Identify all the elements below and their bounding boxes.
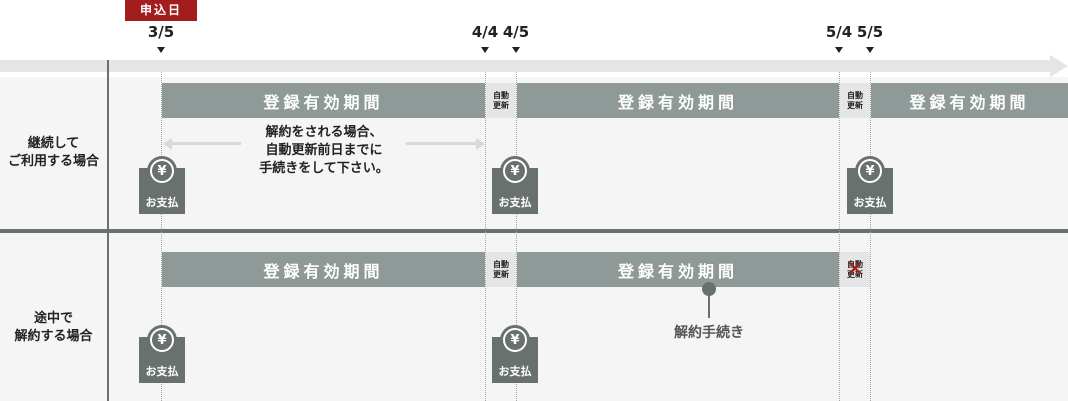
payment-bag-icon: ¥ お支払 — [139, 325, 185, 383]
payment-bag-icon: ¥ お支払 — [139, 156, 185, 214]
registration-period-bar: 登録有効期間 — [517, 83, 839, 118]
payment-label: お支払 — [853, 196, 887, 209]
registration-period-bar: 登録有効期間 — [162, 252, 485, 287]
guide-line-5-5 — [870, 72, 871, 401]
date-label-5-4: 5/4 — [825, 23, 853, 41]
cancellation-procedure-label: 解約手続き — [674, 325, 744, 341]
cancellation-note: 解約をされる場合、 自動更新前日までに 手続きをして下さい。 — [236, 124, 412, 178]
yen-icon: ¥ — [150, 328, 174, 352]
range-line — [406, 142, 476, 145]
auto-renew-line: 更新 — [847, 100, 863, 110]
lane-label-line: 途中で — [33, 311, 73, 326]
yen-icon: ¥ — [150, 159, 174, 183]
timeline-bar — [0, 60, 1052, 72]
yen-icon: ¥ — [858, 159, 882, 183]
auto-renew-line: 自動 — [493, 90, 509, 100]
cancelled-x-icon: ✕ — [845, 256, 865, 282]
auto-renew-line: 更新 — [847, 269, 863, 279]
date-marker-icon — [481, 47, 489, 53]
auto-renew-cell: 自動 更新 — [486, 252, 516, 287]
date-label-4-4: 4/4 — [471, 23, 499, 41]
payment-bag-icon: ¥ お支払 — [492, 325, 538, 383]
right-arrow-icon — [476, 138, 485, 150]
payment-label: お支払 — [145, 365, 179, 378]
date-label-5-5: 5/5 — [856, 23, 884, 41]
auto-renew-line: 自動 — [847, 90, 863, 100]
label-column-divider — [107, 60, 109, 401]
application-date-badge: 申込日 — [125, 0, 197, 21]
yen-icon: ¥ — [503, 159, 527, 183]
guide-line-4-4 — [485, 72, 486, 401]
auto-renew-cell: 自動 更新 — [486, 83, 516, 118]
auto-renew-line: 自動 — [847, 259, 863, 269]
date-marker-icon — [866, 47, 874, 53]
note-line: 自動更新前日までに — [265, 143, 383, 158]
registration-period-bar: 登録有効期間 — [517, 252, 839, 287]
date-marker-icon — [512, 47, 520, 53]
payment-bag-icon: ¥ お支払 — [492, 156, 538, 214]
lane-label-cancel: 途中で 解約する場合 — [0, 310, 107, 346]
payment-label: お支払 — [498, 196, 532, 209]
payment-label: お支払 — [145, 196, 179, 209]
range-line — [171, 142, 241, 145]
guide-line-3-5 — [161, 72, 162, 401]
procedure-marker-icon — [702, 282, 716, 296]
date-marker-icon — [157, 47, 165, 53]
registration-period-bar: 登録有効期間 — [162, 83, 485, 118]
date-marker-icon — [835, 47, 843, 53]
lane-label-continue: 継続して ご利用する場合 — [0, 135, 107, 171]
payment-label: お支払 — [498, 365, 532, 378]
auto-renew-line: 更新 — [493, 269, 509, 279]
yen-icon: ¥ — [503, 328, 527, 352]
auto-renew-line: 更新 — [493, 100, 509, 110]
payment-bag-icon: ¥ お支払 — [847, 156, 893, 214]
lane-label-line: 解約する場合 — [14, 329, 93, 344]
lane-label-line: 継続して — [27, 136, 80, 151]
procedure-stem — [708, 294, 710, 318]
date-label-4-5: 4/5 — [502, 23, 530, 41]
auto-renew-line: 自動 — [493, 259, 509, 269]
auto-renew-cell: 自動 更新 — [840, 83, 870, 118]
lane-label-line: ご利用する場合 — [7, 154, 99, 169]
timeline-arrow-icon — [1050, 55, 1068, 77]
auto-renew-cancelled-cell: 自動 更新 ✕ — [840, 252, 870, 287]
guide-line-5-4 — [839, 72, 840, 401]
note-line: 解約をされる場合、 — [265, 125, 383, 140]
lane-divider — [0, 229, 1068, 233]
date-label-3-5: 3/5 — [147, 23, 175, 41]
note-line: 手続きをして下さい。 — [259, 161, 389, 176]
left-arrow-icon — [163, 138, 172, 150]
guide-line-4-5 — [516, 72, 517, 401]
registration-period-bar: 登録有効期間 — [871, 83, 1068, 118]
